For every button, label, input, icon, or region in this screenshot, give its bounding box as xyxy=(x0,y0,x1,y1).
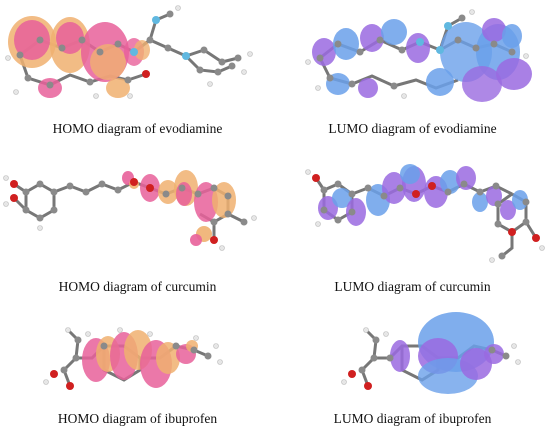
evodiamine-hydrogens xyxy=(305,9,529,99)
curcumin-carbon-atoms xyxy=(22,180,248,226)
ibuprofen-oxygen-atoms xyxy=(50,370,74,390)
lumo-ibuprofen-diagram xyxy=(280,300,550,408)
caption-lumo-ibuprofen: LUMO diagram of ibuprofen xyxy=(333,411,492,426)
caption-homo-ibuprofen: HOMO diagram of ibuprofen xyxy=(57,411,218,426)
curcumin-carbon-atoms xyxy=(320,180,530,260)
curcumin-hydrogens xyxy=(305,169,545,263)
lumo-curcumin-diagram xyxy=(280,148,550,273)
evodiamine-hydrogens xyxy=(5,5,253,99)
ibuprofen-carbon-atoms xyxy=(60,336,212,374)
lumo-lobes xyxy=(312,18,532,102)
curcumin-oxygen-atoms xyxy=(10,178,218,244)
evodiamine-hetero-atoms xyxy=(130,10,190,78)
homo-lobes xyxy=(8,16,150,98)
curcumin-hydrogens xyxy=(3,175,257,251)
homo-ibuprofen-diagram xyxy=(0,300,270,408)
lumo-lobes xyxy=(318,164,528,226)
caption-lumo-evodiamine: LUMO diagram of evodiamine xyxy=(328,121,497,136)
ibuprofen-oxygen-atoms xyxy=(348,370,372,390)
evodiamine-carbon-atoms xyxy=(316,14,516,90)
evodiamine-carbon-atoms xyxy=(16,36,242,89)
caption-lumo-curcumin: LUMO diagram of curcumin xyxy=(334,279,491,294)
lumo-lobes xyxy=(390,312,504,394)
homo-lobes xyxy=(82,330,198,388)
ibuprofen-hydrogens xyxy=(341,327,521,385)
homo-evodiamine-diagram xyxy=(0,0,270,118)
caption-homo-evodiamine: HOMO diagram of evodiamine xyxy=(52,121,223,136)
homo-curcumin-diagram xyxy=(0,148,270,273)
caption-homo-curcumin: HOMO diagram of curcumin xyxy=(58,279,217,294)
lumo-evodiamine-diagram xyxy=(280,0,550,118)
homo-lobes xyxy=(122,170,236,246)
ibuprofen-hydrogens xyxy=(43,327,223,385)
ibuprofen-carbon-atoms xyxy=(358,336,510,374)
evodiamine-hetero-atoms xyxy=(416,22,452,54)
curcumin-oxygen-atoms xyxy=(312,174,540,242)
